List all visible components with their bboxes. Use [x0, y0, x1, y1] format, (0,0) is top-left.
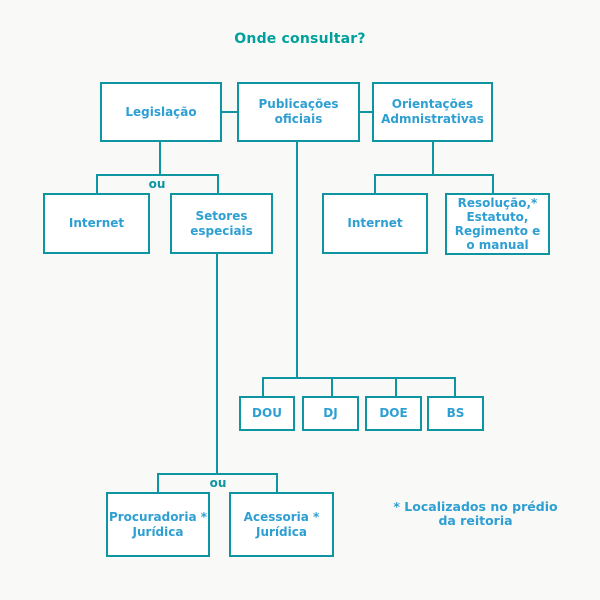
page-title: Onde consultar?: [234, 31, 366, 47]
connector-drop-doe: [395, 377, 397, 396]
footnote: * Localizados no prédio da reitoria: [393, 499, 558, 529]
node-procuradoria-juridica-label: Procuradoria * Jurídica: [108, 509, 208, 539]
connector-orientacoes-down: [432, 141, 434, 176]
connector-legislacao-publicacoes: [222, 111, 237, 113]
node-doe: DOE: [365, 396, 422, 431]
node-orientacoes-administrativas: Orientações Admnistrativas: [372, 82, 493, 142]
connector-legislacao-down: [159, 141, 161, 176]
node-internet-right-label: Internet: [347, 216, 403, 230]
connector-publicacoes-down: [296, 141, 298, 379]
connector-drop-dou: [262, 377, 264, 396]
ou-label-bottom: ou: [209, 476, 227, 490]
node-bs: BS: [427, 396, 484, 431]
node-internet-left-label: Internet: [68, 216, 125, 230]
node-publicacoes-oficiais: Publicações oficiais: [237, 82, 360, 142]
node-dou: DOU: [239, 396, 295, 431]
bracket-legislacao: [96, 174, 219, 176]
connector-drop-resolucao: [492, 174, 494, 193]
node-legislacao-label: Legislação: [125, 104, 197, 119]
node-dou-label: DOU: [252, 406, 282, 420]
bracket-setores: [157, 473, 278, 475]
node-setores-especiais: Setores especiais: [170, 193, 273, 254]
node-orientacoes-administrativas-label: Orientações Admnistrativas: [381, 97, 484, 126]
connector-publicacoes-orientacoes: [360, 111, 372, 113]
bracket-orientacoes: [374, 174, 494, 176]
node-acessoria-juridica: Acessoria * Jurídica: [229, 492, 334, 557]
node-internet-right: Internet: [322, 193, 428, 254]
node-resolucao-label: Resolução,* Estatuto, Regimento e o manu…: [454, 195, 541, 253]
node-dj-label: DJ: [323, 406, 338, 420]
node-legislacao: Legislação: [100, 82, 222, 142]
connector-drop-procuradoria: [157, 473, 159, 492]
node-doe-label: DOE: [379, 406, 408, 420]
bracket-publicacoes: [262, 377, 456, 379]
node-publicacoes-oficiais-label: Publicações oficiais: [258, 97, 339, 126]
node-resolucao: Resolução,* Estatuto, Regimento e o manu…: [445, 193, 550, 255]
node-setores-especiais-label: Setores especiais: [190, 208, 253, 238]
node-acessoria-juridica-label: Acessoria * Jurídica: [243, 509, 320, 539]
connector-drop-internet-right: [374, 174, 376, 193]
node-bs-label: BS: [446, 406, 465, 420]
node-procuradoria-juridica: Procuradoria * Jurídica: [106, 492, 210, 557]
connector-drop-bs: [454, 377, 456, 396]
connector-setores-down: [216, 254, 218, 474]
connector-drop-acessoria: [276, 473, 278, 492]
connector-drop-dj: [331, 377, 333, 396]
node-internet-left: Internet: [43, 193, 150, 254]
connector-drop-internet-left: [96, 174, 98, 193]
ou-label-top: ou: [148, 177, 166, 191]
node-dj: DJ: [302, 396, 359, 431]
connector-drop-setores: [217, 174, 219, 193]
